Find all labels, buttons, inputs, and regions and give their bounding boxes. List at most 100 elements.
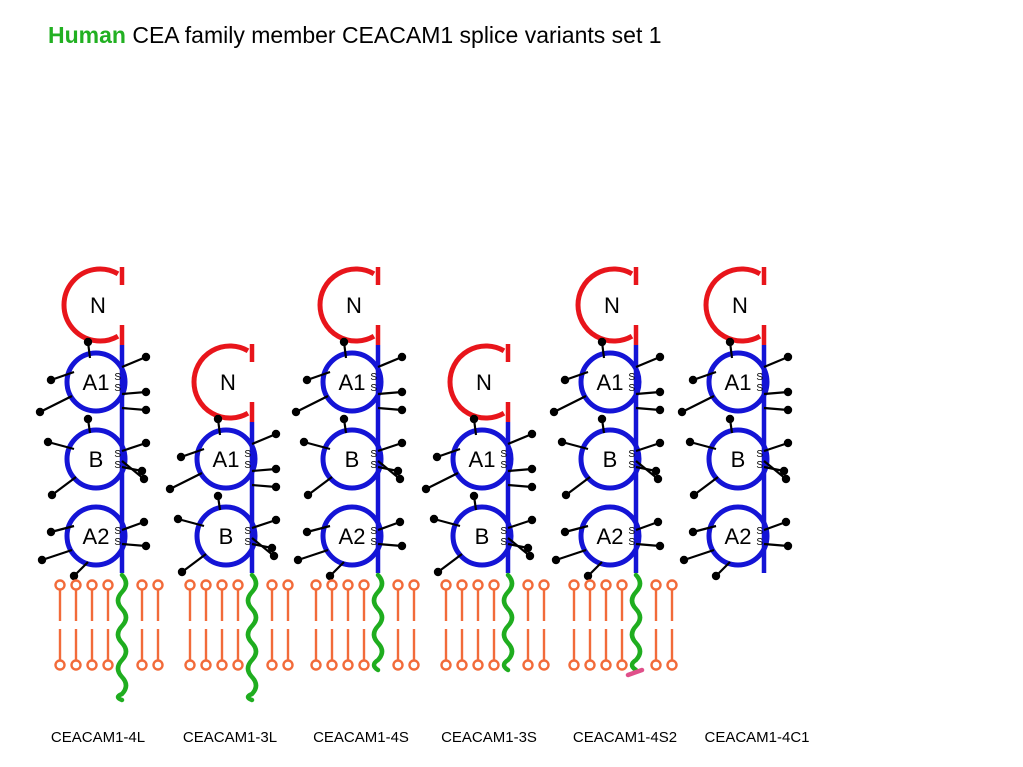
lipid-head [472,659,484,671]
glycan-head [395,517,405,527]
domain-label: A2 [725,524,752,549]
glycan-head [69,571,79,581]
glycan-stalk [39,395,73,413]
glycan-head [139,517,149,527]
glycan-head [137,466,147,476]
domain-label: A1 [339,370,366,395]
glycan-head [141,405,151,415]
disulfide-s: S [500,526,507,537]
glycan-head [527,482,537,492]
glycan-head [291,407,301,417]
glycan-head [213,414,223,424]
domain-label: B [731,447,746,472]
glycan-head [655,352,665,362]
ig-domain-b [706,427,770,491]
glycan-head [655,387,665,397]
disulfide-s: S [114,526,121,537]
lipid-head [70,659,82,671]
glycan-head [47,490,57,500]
glycan-head [527,464,537,474]
domain-label: B [475,524,490,549]
disulfide-s: S [756,537,763,548]
glycan-head [141,352,151,362]
glycan-head [655,438,665,448]
glycan-head [781,517,791,527]
variant-label: CEACAM1-4S [313,729,409,746]
cytoplasmic-tail [501,572,515,673]
n-domain-loop [317,266,376,344]
lipid-head [326,659,338,671]
disulfide-s: S [628,383,635,394]
glycan-head [213,491,223,501]
glycan-stalk [693,476,719,496]
glycan-stalk [507,537,531,557]
glycan-head [653,474,663,484]
glycan-head [549,407,559,417]
lipid-head [600,659,612,671]
ig-domain-b [64,427,128,491]
domain-label: A2 [597,524,624,549]
lipid-head [456,659,468,671]
ig-domain-b [194,504,258,568]
glycan-head [165,484,175,494]
glycan-head [83,414,93,424]
glycan-head [679,555,689,565]
domain-label: N [604,293,620,318]
lipid-head [650,659,662,671]
glycan-head [141,387,151,397]
disulfide-s: S [370,526,377,537]
glycan-head [597,414,607,424]
glycan-stalk [47,440,75,451]
cytoplasmic-tail [629,572,643,673]
n-domain-loop [575,266,634,344]
lipid-head [266,659,278,671]
cytoplasmic-tail [115,572,129,703]
glycan-head [725,414,735,424]
lipid-head [152,659,164,671]
title-rest: CEA family member CEACAM1 splice variant… [132,22,662,48]
disulfide-s: S [370,537,377,548]
glycan-head [271,515,281,525]
lipid-head [232,579,244,591]
glycan-head [688,375,698,385]
ig-domain-b [320,427,384,491]
glycan-stalk [303,440,331,451]
disulfide-s: S [628,372,635,383]
glycan-head [557,437,567,447]
lipid-head [522,659,534,671]
glycan-stalk [561,440,589,451]
glycan-head [397,387,407,397]
disulfide-s: S [244,537,251,548]
glycan-stalk [763,355,789,369]
glycan-stalk [507,432,533,446]
disulfide-s: S [756,460,763,471]
lipid-head [584,579,596,591]
domain-label: B [603,447,618,472]
lipid-head [538,579,550,591]
title-highlight: Human [48,22,126,48]
glycan-head [469,414,479,424]
glycan-stalk [553,395,587,413]
glycan-stalk [169,472,203,490]
lipid-head [102,579,114,591]
disulfide-s: S [114,537,121,548]
disulfide-s: S [756,526,763,537]
glycan-stalk [437,553,463,573]
glycan-head [302,527,312,537]
disulfide-s: S [500,537,507,548]
domain-label: B [345,447,360,472]
disulfide-s: S [500,460,507,471]
domain-label: N [220,370,236,395]
n-domain-loop [61,266,120,344]
glycan-head [583,571,593,581]
glycan-stalk [181,553,207,573]
glycan-head [651,466,661,476]
glycan-stalk [377,460,401,480]
glycan-head [685,437,695,447]
disulfide-s: S [628,460,635,471]
disulfide-s: S [370,449,377,460]
disulfide-s: S [370,372,377,383]
